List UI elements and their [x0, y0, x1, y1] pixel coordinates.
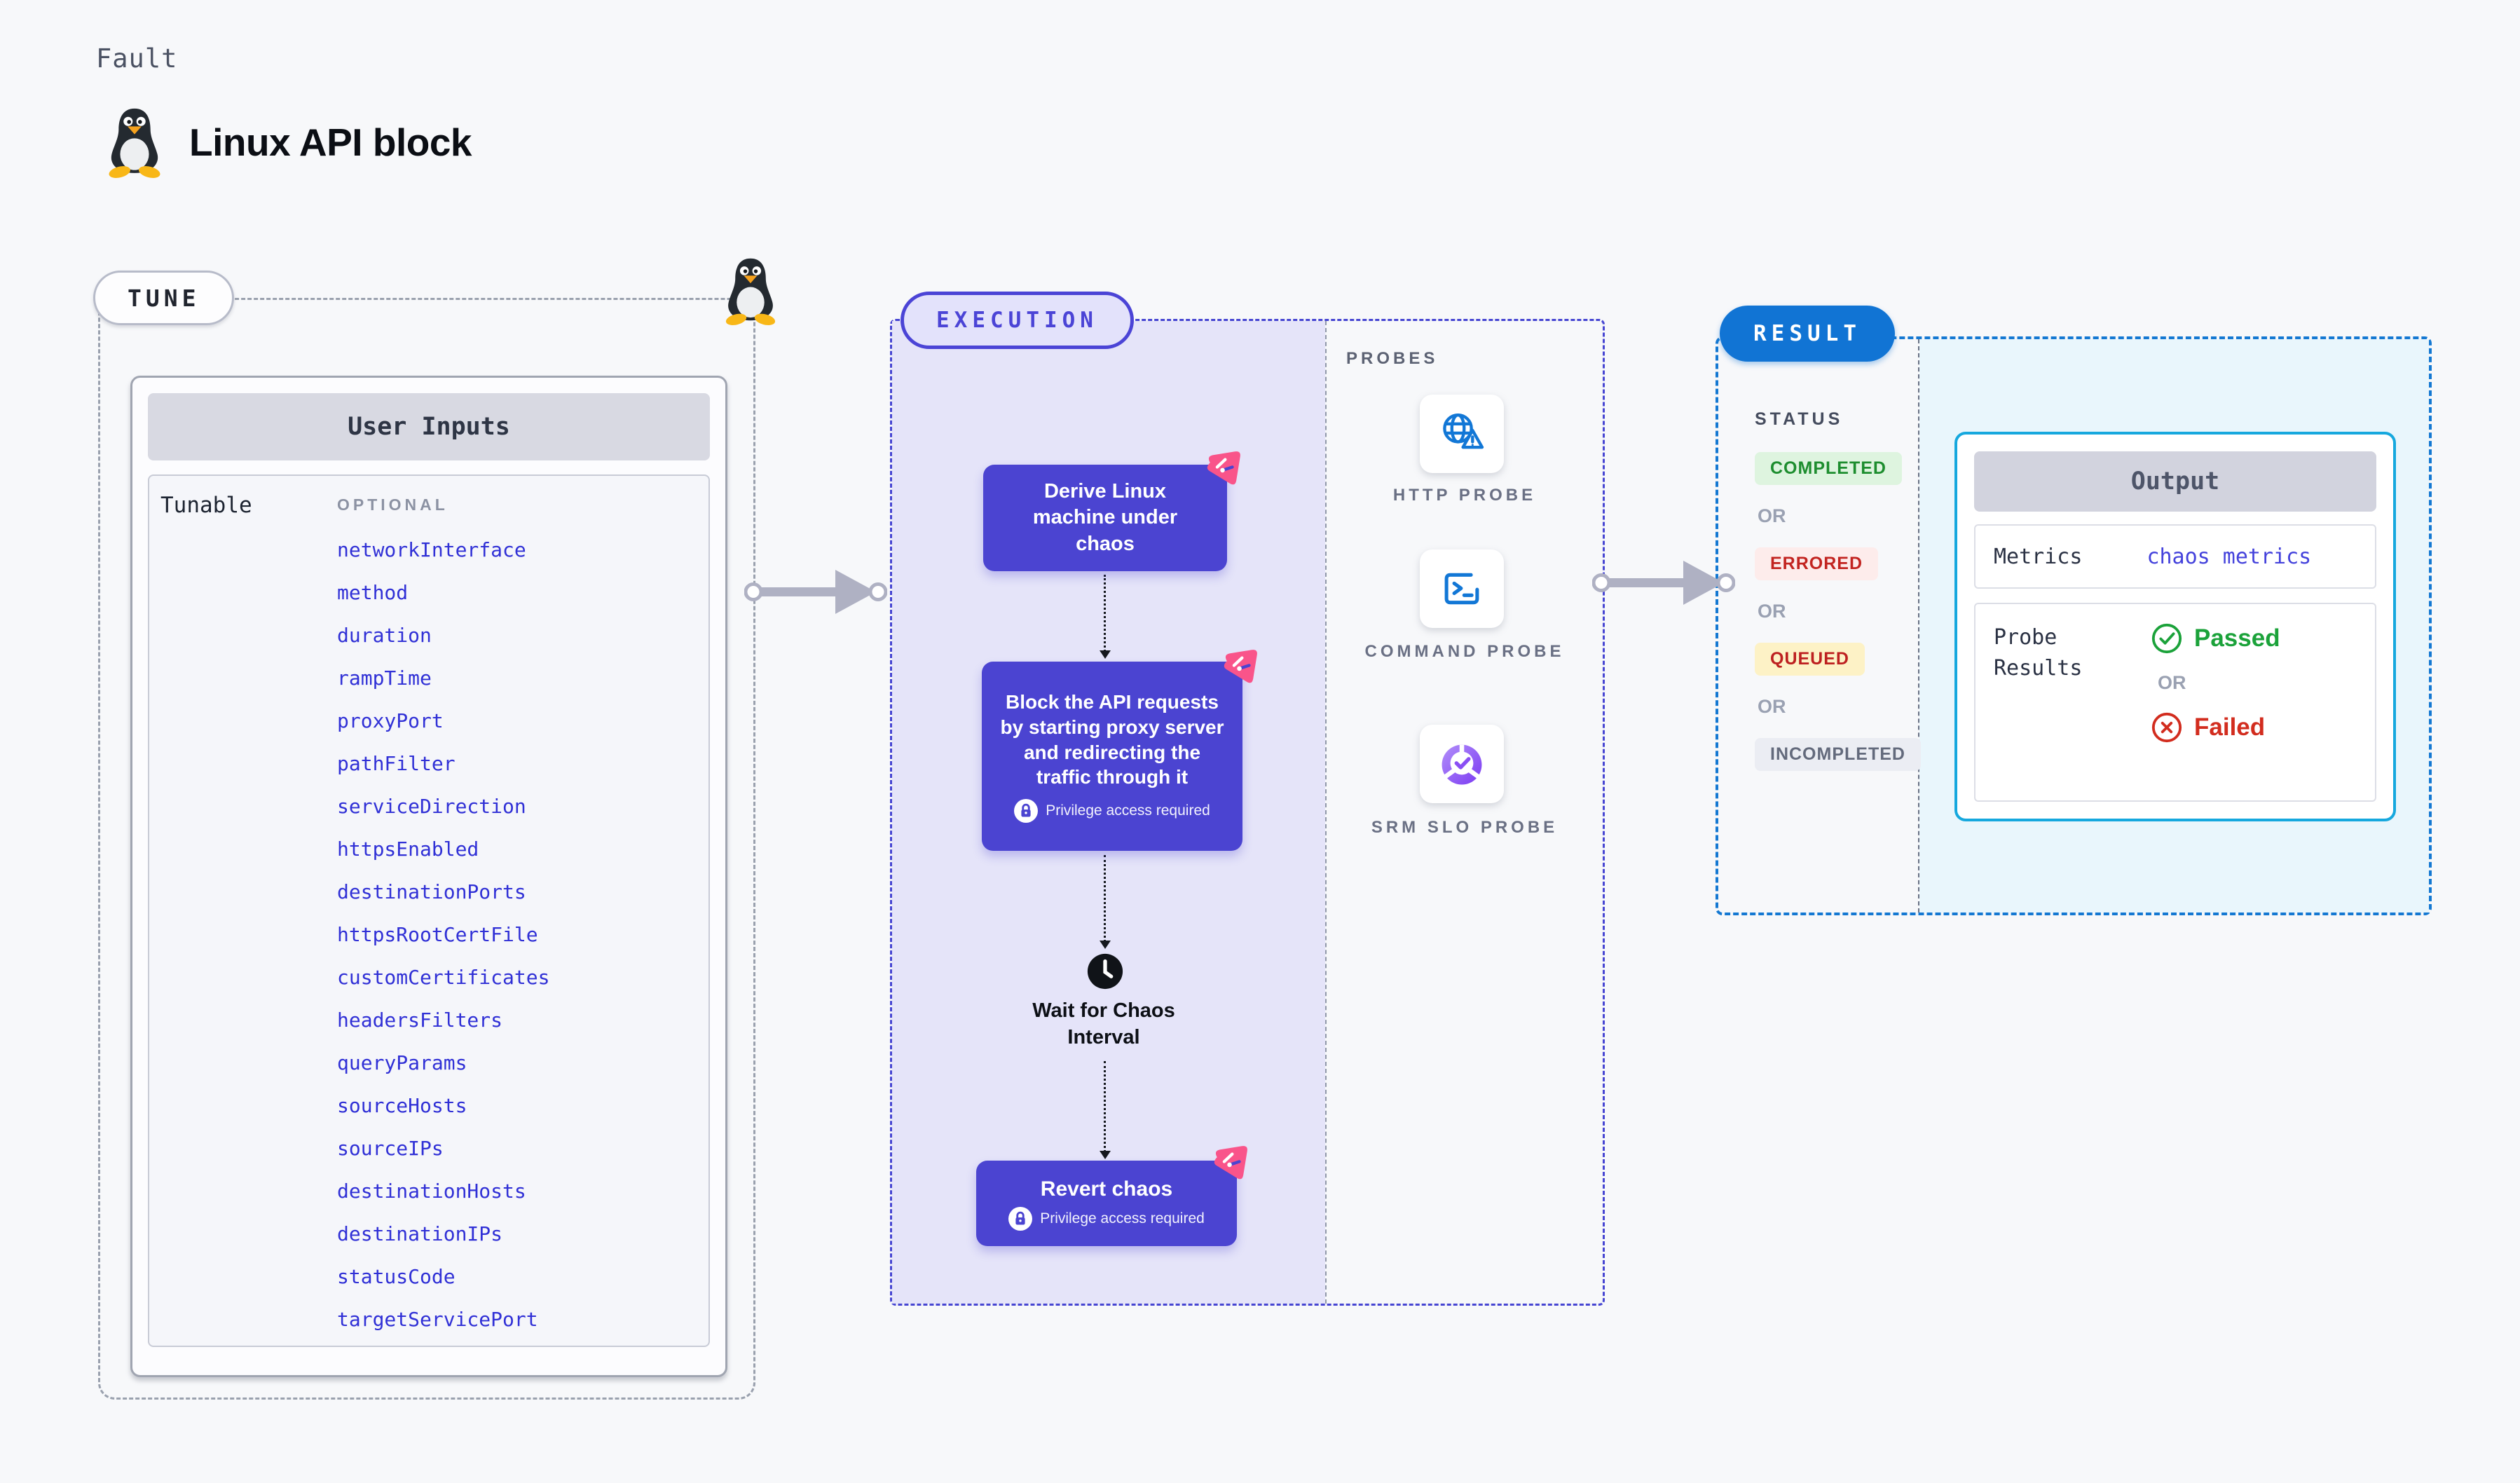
optional-tag: OPTIONAL	[337, 496, 448, 514]
revert-step-text: Revert chaos	[1040, 1177, 1173, 1201]
tunable-param: proxyPort	[337, 709, 444, 732]
or-label: OR	[1758, 505, 1786, 526]
page-title: Linux API block	[189, 121, 472, 164]
metrics-value: chaos metrics	[2146, 544, 2312, 569]
privilege-note: Privilege access required	[1008, 1207, 1205, 1231]
http-probe-card	[1420, 395, 1504, 473]
result-pill: RESULT	[1720, 306, 1895, 362]
command-probe-icon	[1444, 573, 1479, 605]
tunable-param: destinationPorts	[337, 880, 526, 903]
page-header: Linux API block	[104, 107, 472, 178]
or-label: OR	[1758, 601, 1786, 622]
tunable-param: sourceIPs	[337, 1137, 444, 1160]
execution-section: EXECUTION Derive Linux machine under cha…	[890, 292, 1605, 1306]
block-step-text: Block the API requests by starting proxy…	[1000, 690, 1224, 788]
status-badge-incompleted: INCOMPLETED	[1755, 738, 1921, 771]
metrics-label: Metrics	[1994, 544, 2083, 569]
tunables-panel: Tunable OPTIONAL networkInterface method…	[148, 474, 710, 1347]
failed-line: Failed	[2151, 711, 2280, 744]
tunable-param: pathFilter	[337, 752, 456, 775]
status-label: STATUS	[1755, 409, 1844, 429]
privilege-note-text: Privilege access required	[1046, 802, 1210, 819]
chaos-icon	[1205, 1141, 1251, 1186]
execution-to-result-arrow	[1592, 554, 1735, 612]
tunable-param: headersFilters	[337, 1009, 503, 1032]
command-probe-card	[1420, 549, 1504, 628]
tunable-param: httpsEnabled	[337, 838, 479, 861]
tunable-label: Tunable	[160, 493, 252, 518]
status-badge-completed: COMPLETED	[1755, 452, 1902, 485]
tunable-param: targetServicePort	[337, 1308, 538, 1331]
probe-results: Passed OR Failed	[2151, 622, 2280, 744]
probe-results-label: Probe Results	[1994, 625, 2083, 681]
probe-results-row: Probe Results Passed OR	[1974, 603, 2376, 802]
srm-slo-probe-icon	[1442, 744, 1482, 785]
tux-linux-icon	[107, 108, 162, 178]
tunable-param: networkInterface	[337, 538, 526, 561]
lock-icon	[1014, 799, 1039, 823]
passed-line: Passed	[2151, 622, 2280, 655]
srm-slo-probe-card	[1420, 725, 1504, 803]
metrics-row: Metrics chaos metrics	[1974, 524, 2376, 589]
or-label: OR	[2158, 672, 2186, 693]
failed-text: Failed	[2194, 713, 2266, 741]
wait-step-text: Wait for Chaos Interval	[1032, 999, 1175, 1048]
tunable-param: sourceHosts	[337, 1094, 467, 1117]
tunable-param: rampTime	[337, 667, 432, 690]
tunable-param: customCertificates	[337, 966, 550, 989]
clock-icon	[1087, 953, 1123, 990]
connector-arrow	[1100, 855, 1111, 949]
status-column: STATUS COMPLETED OR ERRORED OR QUEUED OR…	[1755, 409, 1921, 771]
privilege-note-text: Privilege access required	[1040, 1210, 1205, 1227]
tunable-param: method	[337, 581, 409, 604]
derive-step-text: Derive Linux machine under chaos	[1032, 480, 1178, 555]
tune-to-execution-arrow	[744, 563, 887, 621]
probes-section: PROBES HTTP PROBE COMMA	[1325, 321, 1603, 1304]
tunable-param: httpsRootCertFile	[337, 923, 538, 946]
http-probe-label: HTTP PROBE	[1392, 486, 1537, 505]
output-card: Output Metrics chaos metrics Probe Resul…	[1954, 432, 2396, 821]
revert-step-box: Revert chaos Privilege access required	[976, 1161, 1237, 1246]
output-title: Output	[1974, 451, 2376, 512]
status-divider	[1918, 339, 1919, 913]
tunable-param-list: networkInterface method duration rampTim…	[337, 540, 549, 1330]
tunable-param: destinationIPs	[337, 1222, 503, 1245]
x-circle-icon	[2151, 712, 2182, 743]
tunable-param: queryParams	[337, 1051, 467, 1074]
user-inputs-card: User Inputs Tunable OPTIONAL networkInte…	[130, 376, 727, 1377]
status-badge-errored: ERRORED	[1755, 547, 1879, 580]
srm-slo-probe-label: SRM SLO PROBE	[1371, 818, 1559, 837]
lock-icon	[1008, 1207, 1033, 1231]
chaos-icon	[1214, 645, 1261, 690]
tux-linux-icon	[725, 258, 776, 325]
tunable-param: statusCode	[337, 1265, 456, 1288]
block-step-box: Block the API requests by starting proxy…	[982, 662, 1242, 851]
tunable-param: destinationHosts	[337, 1180, 526, 1203]
probes-label: PROBES	[1346, 349, 1439, 368]
user-inputs-title: User Inputs	[148, 393, 710, 460]
command-probe-label: COMMAND PROBE	[1364, 642, 1565, 661]
or-label: OR	[1758, 696, 1786, 717]
connector-arrow	[1100, 1061, 1111, 1159]
connector-arrow	[1100, 575, 1111, 659]
tune-pill: TUNE	[93, 271, 235, 325]
tunable-param: serviceDirection	[337, 795, 526, 818]
tune-section: TUNE User Inputs Tunable OPTIONAL networ…	[93, 258, 776, 1400]
check-circle-icon	[2151, 623, 2182, 654]
fault-kicker: Fault	[96, 43, 178, 74]
privilege-note: Privilege access required	[1014, 799, 1210, 823]
http-probe-icon	[1443, 414, 1484, 449]
derive-step-box: Derive Linux machine under chaos	[983, 465, 1227, 571]
execution-pill: EXECUTION	[901, 292, 1134, 349]
status-badge-queued: QUEUED	[1755, 643, 1865, 676]
tunable-param: duration	[337, 624, 432, 647]
result-section: RESULT STATUS COMPLETED OR ERRORED OR QU…	[1716, 306, 2432, 915]
status-list: COMPLETED OR ERRORED OR QUEUED OR INCOMP…	[1755, 452, 1921, 771]
passed-text: Passed	[2194, 624, 2280, 652]
chaos-icon	[1198, 446, 1244, 491]
